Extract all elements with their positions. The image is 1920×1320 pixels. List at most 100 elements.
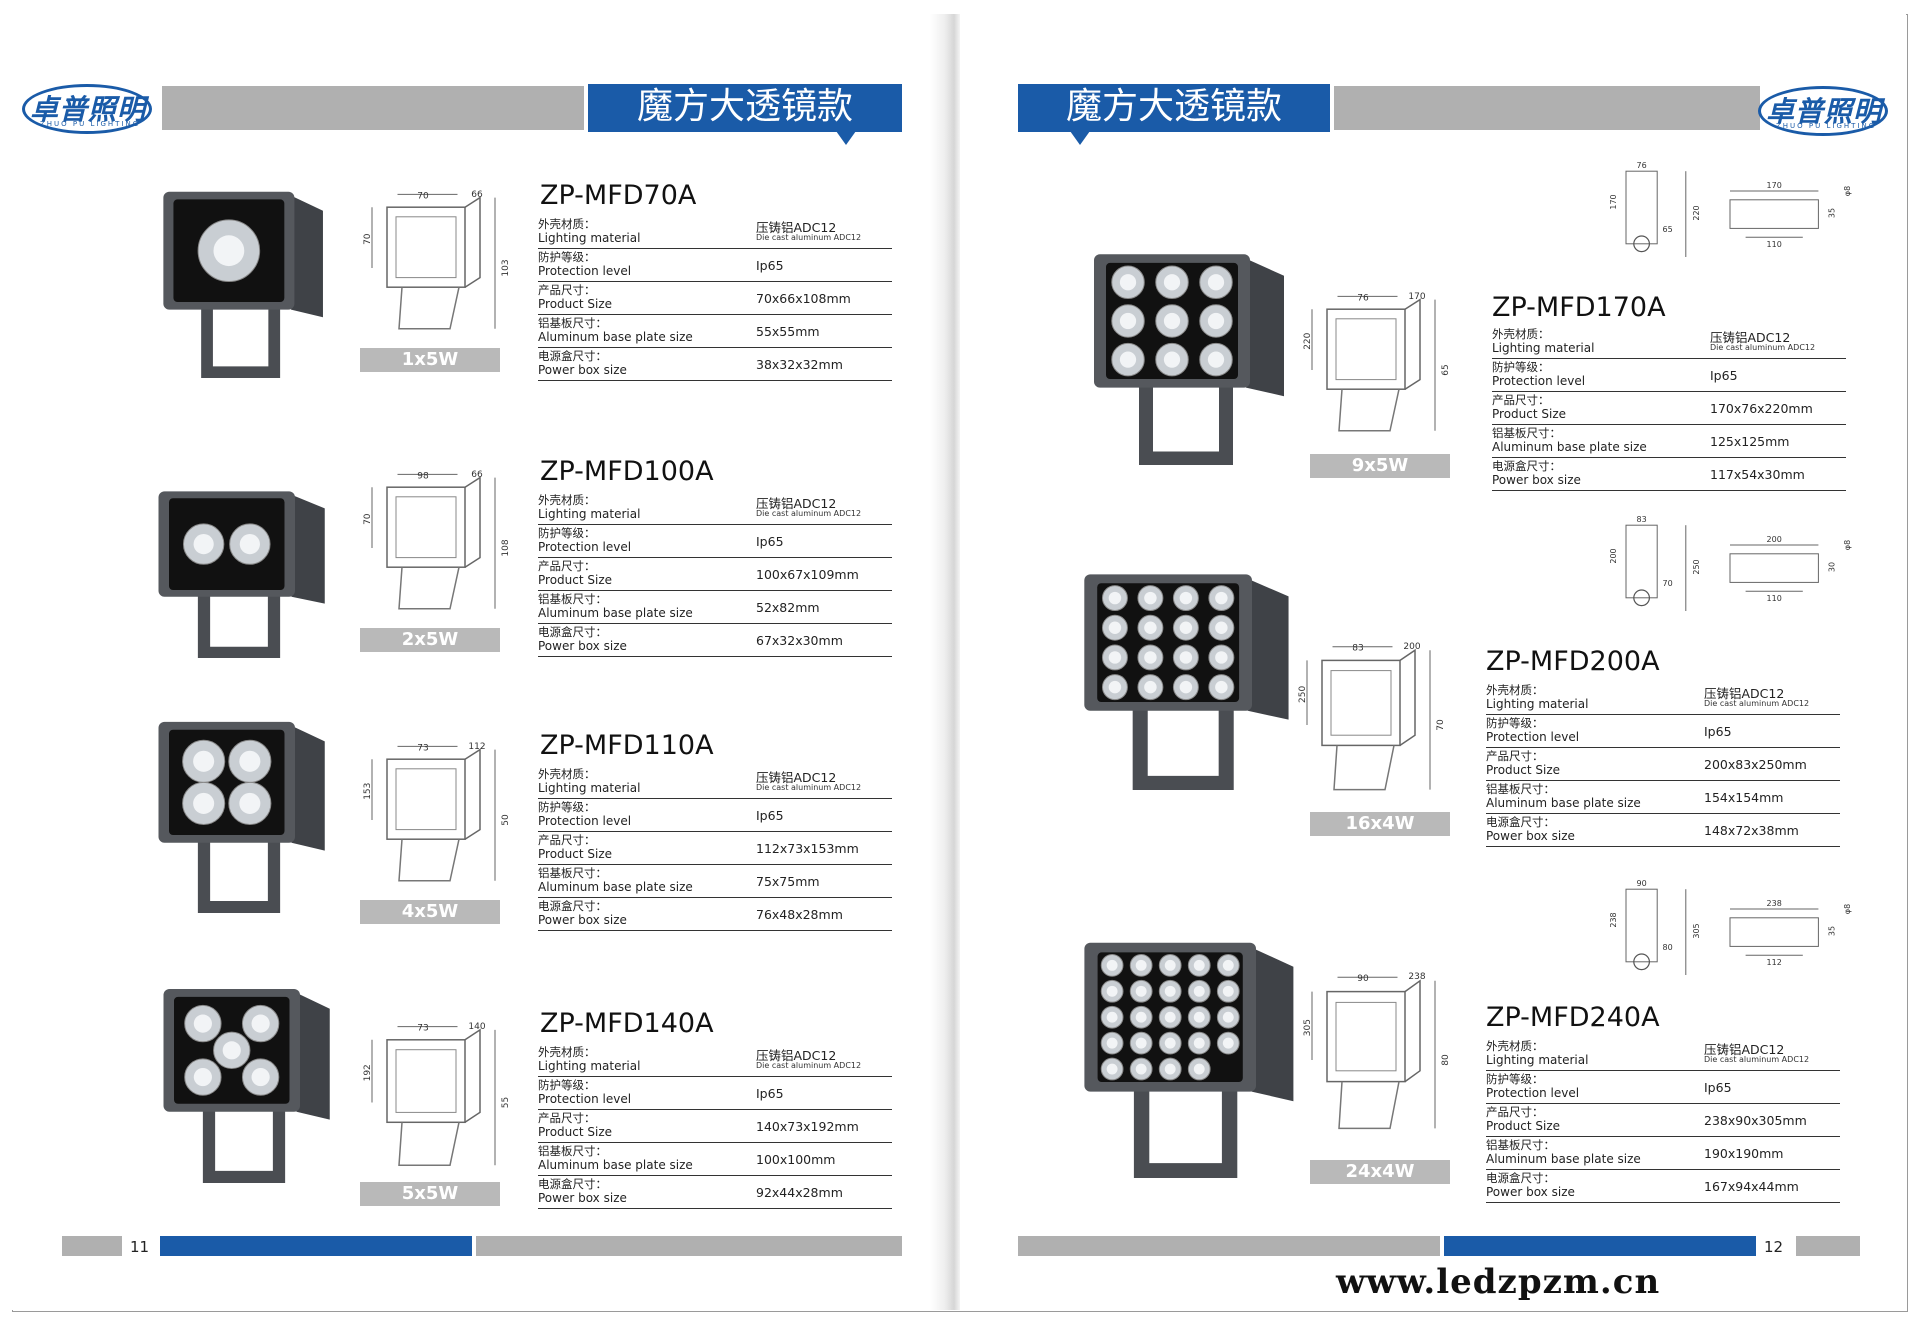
product-photo xyxy=(160,188,328,378)
spec-label-cn: 电源盒尺寸： xyxy=(1486,815,1555,829)
spec-label-cn: 外壳材质： xyxy=(1492,327,1550,341)
housing-side xyxy=(1247,578,1289,720)
housing-side xyxy=(291,195,323,318)
led-core xyxy=(1163,312,1181,330)
model-number: ZP-MFD110A xyxy=(540,730,714,761)
dimension-label: 200 xyxy=(1609,548,1618,563)
spec-value: 67x32x30mm xyxy=(756,633,843,648)
spec-value-en: Die cast aluminum ADC12 xyxy=(756,509,862,518)
led-core xyxy=(1108,591,1122,605)
mount-bracket xyxy=(197,826,281,913)
spec-label-en: Power box size xyxy=(538,1191,627,1205)
led-core xyxy=(1179,651,1193,664)
led-core xyxy=(1207,274,1225,291)
spec-value-en: Die cast aluminum ADC12 xyxy=(1710,343,1816,352)
drawing-outline xyxy=(1326,308,1406,390)
spec-label-en: Aluminum base plate size xyxy=(538,880,693,894)
spec-label-en: Product Size xyxy=(538,1125,613,1139)
spec-label-en: Lighting material xyxy=(1492,341,1595,355)
dimension-label: 170 xyxy=(1408,292,1425,302)
led-core xyxy=(1106,1011,1118,1023)
dimension-label: 220 xyxy=(1692,205,1701,220)
drawing-bracket xyxy=(398,1122,460,1166)
header-grey-bar xyxy=(162,86,584,130)
spec-label-cn: 铝基板尺寸： xyxy=(538,1144,607,1158)
wattage-caption: 1x5W xyxy=(360,348,500,372)
led-core xyxy=(1106,985,1118,997)
spec-label-cn: 产品尺寸： xyxy=(538,1111,596,1125)
power-box-view xyxy=(1729,553,1819,583)
spec-label-cn: 防护等级： xyxy=(1486,1072,1544,1086)
dimension-label: 70 xyxy=(363,233,373,245)
drawing-side xyxy=(1404,979,1421,1083)
spec-label-en: Product Size xyxy=(1492,407,1567,421)
side-view-knob xyxy=(1633,589,1650,607)
spec-value: 190x190mm xyxy=(1704,1146,1784,1161)
led-core xyxy=(1135,1063,1147,1075)
led-core xyxy=(1164,1037,1176,1049)
footer-grey-left-a xyxy=(62,1236,122,1256)
dimension-label: 65 xyxy=(1441,364,1450,375)
spec-label-en: Protection level xyxy=(1486,1086,1580,1100)
spec-value: Ip65 xyxy=(756,258,784,273)
led-core xyxy=(222,1041,241,1060)
housing-side xyxy=(296,992,330,1120)
power-box-view xyxy=(1729,917,1819,947)
drawing-side xyxy=(1404,298,1421,390)
spec-value: 压铸铝ADC12 xyxy=(1704,1042,1785,1057)
spec-value: 170x76x220mm xyxy=(1710,401,1813,416)
dimension-label: 192 xyxy=(363,1064,373,1081)
product-photo xyxy=(160,985,335,1183)
spec-label-en: Lighting material xyxy=(1486,697,1589,711)
dimension-label: 108 xyxy=(501,539,510,556)
housing-side xyxy=(1251,947,1294,1102)
spec-value: 76x48x28mm xyxy=(756,907,843,922)
spec-label-en: Protection level xyxy=(538,264,632,278)
spec-value-en: Die cast aluminum ADC12 xyxy=(1704,699,1810,708)
mount-bracket xyxy=(1132,692,1234,790)
page-title: 魔方大透镜款 xyxy=(588,84,902,132)
footer-grey-left-b xyxy=(476,1236,902,1256)
drawing-bracket xyxy=(398,567,460,610)
spec-value: 148x72x38mm xyxy=(1704,823,1799,838)
spec-label-en: Lighting material xyxy=(1486,1053,1589,1067)
spec-label-en: Product Size xyxy=(538,573,613,587)
spec-value: 压铸铝ADC12 xyxy=(756,1048,837,1063)
spec-label-en: Power box size xyxy=(1486,1185,1575,1199)
led-core xyxy=(251,1067,270,1087)
product-photo xyxy=(1080,570,1295,790)
led-core xyxy=(1222,1011,1234,1023)
footer-grey-right-b xyxy=(1796,1236,1860,1256)
drawing-outline xyxy=(386,206,466,288)
spec-label-cn: 产品尺寸： xyxy=(538,559,596,573)
spec-label-en: Product Size xyxy=(538,847,613,861)
drawing-side xyxy=(464,196,481,288)
spec-value: 117x54x30mm xyxy=(1710,467,1805,482)
led-core xyxy=(1207,351,1225,368)
spec-label-en: Protection level xyxy=(538,814,632,828)
wattage-caption: 24x4W xyxy=(1310,1160,1450,1184)
dimension-label: φ8 xyxy=(1843,186,1852,196)
led-core xyxy=(1222,985,1234,997)
spec-label-en: Protection level xyxy=(538,1092,632,1106)
spec-label-en: Aluminum base plate size xyxy=(1486,796,1641,810)
spec-label-en: Power box size xyxy=(538,363,627,377)
model-number: ZP-MFD70A xyxy=(540,180,697,211)
led-core xyxy=(193,1014,212,1033)
led-core xyxy=(1144,621,1157,634)
